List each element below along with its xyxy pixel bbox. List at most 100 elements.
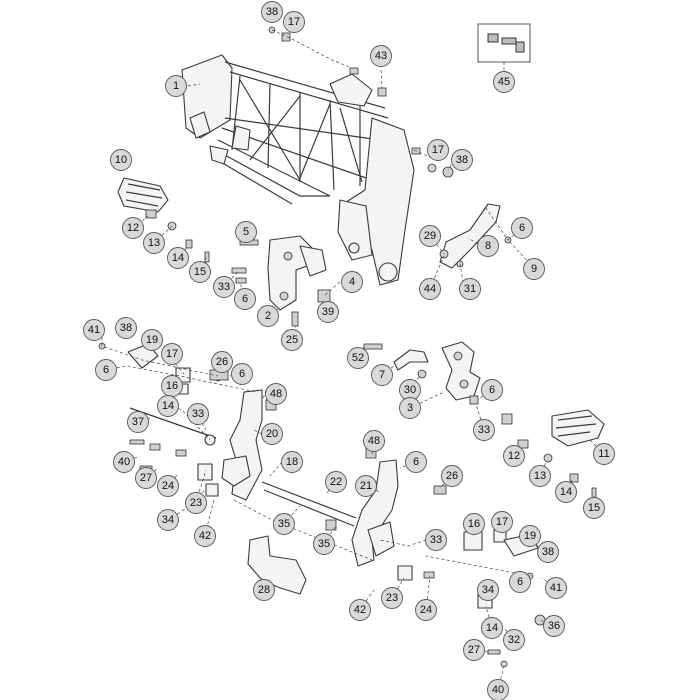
svg-text:24: 24 [420,604,432,616]
svg-text:36: 36 [548,620,560,632]
callout-25: 25 [281,329,303,351]
svg-text:17: 17 [288,16,300,28]
callout-43: 43 [370,45,392,67]
callout-30: 30 [399,379,421,401]
svg-text:32: 32 [508,634,520,646]
svg-text:4: 4 [349,276,355,288]
svg-text:44: 44 [424,283,436,295]
callout-4: 4 [341,271,363,293]
svg-text:10: 10 [115,154,127,166]
svg-text:41: 41 [88,324,100,336]
callout-35: 35 [273,513,295,535]
svg-text:3: 3 [407,402,413,414]
callout-31: 31 [459,278,481,300]
svg-text:27: 27 [468,644,480,656]
callout-15: 15 [583,497,605,519]
callout-12: 12 [503,445,525,467]
svg-text:39: 39 [322,306,334,318]
callout-6: 6 [95,359,117,381]
callout-18: 18 [281,451,303,473]
footrest-left [117,177,210,263]
svg-text:24: 24 [162,480,174,492]
svg-text:23: 23 [386,592,398,604]
svg-text:38: 38 [456,154,468,166]
svg-text:15: 15 [588,502,600,514]
callout-23: 23 [381,587,403,609]
callout-42: 42 [194,525,216,547]
callout-14: 14 [167,247,189,269]
svg-text:21: 21 [360,480,372,492]
callout-8: 8 [477,235,499,257]
callout-37: 37 [127,411,149,433]
svg-text:33: 33 [430,534,442,546]
callout-10: 10 [110,149,132,171]
svg-text:33: 33 [192,408,204,420]
svg-text:23: 23 [190,497,202,509]
main-frame [181,54,415,286]
callout-33: 33 [473,419,495,441]
callout-5: 5 [235,221,257,243]
svg-text:19: 19 [146,334,158,346]
shift-lever-assembly [363,341,481,401]
right-side-bracket [439,203,512,269]
callout-38: 38 [451,149,473,171]
svg-text:2: 2 [265,310,271,322]
callout-45: 45 [493,71,515,93]
callout-11: 11 [593,443,615,465]
svg-text:17: 17 [496,516,508,528]
svg-text:34: 34 [162,514,174,526]
callout-33: 33 [213,276,235,298]
callout-16: 16 [463,513,485,535]
callout-14: 14 [481,617,503,639]
svg-text:14: 14 [162,400,174,412]
svg-text:14: 14 [486,622,498,634]
callout-32: 32 [503,629,525,651]
callout-39: 39 [317,301,339,323]
callout-38: 38 [115,317,137,339]
svg-text:26: 26 [216,356,228,368]
callout-24: 24 [415,599,437,621]
callout-41: 41 [545,577,567,599]
callout-23: 23 [185,492,207,514]
callout-17: 17 [283,11,305,33]
callout-2: 2 [257,305,279,327]
callout-44: 44 [419,278,441,300]
svg-text:27: 27 [140,472,152,484]
callout-6: 6 [234,288,256,310]
callout-20: 20 [261,423,283,445]
callout-24: 24 [157,475,179,497]
mount-bracket [231,235,331,327]
svg-text:20: 20 [266,428,278,440]
svg-text:40: 40 [492,684,504,696]
svg-text:41: 41 [550,582,562,594]
svg-text:34: 34 [482,584,494,596]
svg-text:14: 14 [560,486,572,498]
svg-text:6: 6 [413,456,419,468]
svg-text:42: 42 [199,530,211,542]
svg-text:7: 7 [379,369,385,381]
callout-6: 6 [509,571,531,593]
callouts: 1 38 17 43 45 10 17 38 12 13 14 15 5 33 … [83,1,615,700]
callout-28: 28 [253,579,275,601]
callout-33: 33 [425,529,447,551]
svg-text:17: 17 [432,144,444,156]
callout-17: 17 [161,343,183,365]
svg-text:29: 29 [424,230,436,242]
svg-text:12: 12 [508,450,520,462]
svg-text:18: 18 [286,456,298,468]
svg-text:48: 48 [368,435,380,447]
svg-text:19: 19 [524,530,536,542]
callout-19: 19 [519,525,541,547]
callout-27: 27 [463,639,485,661]
callout-26: 26 [211,351,233,373]
svg-text:16: 16 [166,380,178,392]
callout-14: 14 [555,481,577,503]
svg-text:22: 22 [330,476,342,488]
svg-text:13: 13 [148,237,160,249]
svg-text:28: 28 [258,584,270,596]
callout-17: 17 [427,139,449,161]
svg-text:38: 38 [542,546,554,558]
callout-42: 42 [349,599,371,621]
svg-text:38: 38 [266,6,278,18]
svg-text:6: 6 [239,368,245,380]
